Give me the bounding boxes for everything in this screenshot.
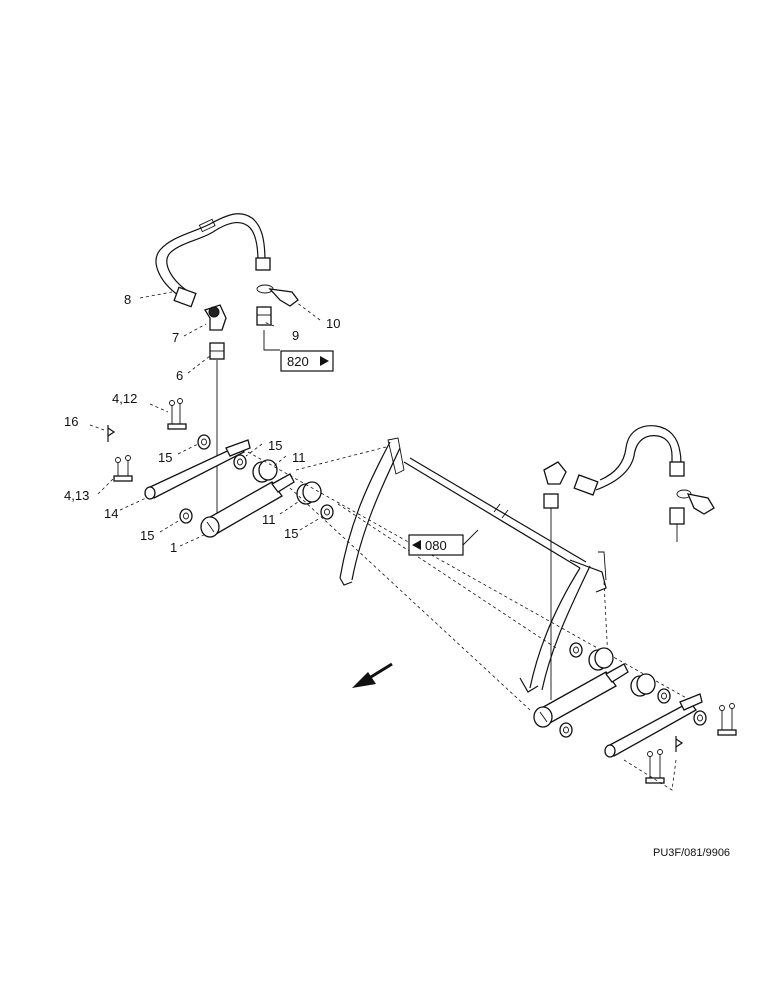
label-4-12: 4,12 bbox=[112, 391, 137, 406]
washer-right-c bbox=[559, 722, 573, 738]
label-15c: 15 bbox=[140, 528, 154, 543]
hose-fitting-upper-left bbox=[173, 286, 197, 308]
label-6: 6 bbox=[176, 368, 183, 383]
label-15b: 15 bbox=[268, 438, 282, 453]
label-10: 10 bbox=[326, 316, 340, 331]
dashed-connectors bbox=[247, 445, 691, 711]
hydraulic-hose-upper bbox=[155, 213, 271, 296]
elbow-fitting-7 bbox=[204, 304, 227, 331]
leader-lines-left bbox=[89, 291, 321, 547]
arrow-right-icon bbox=[320, 356, 329, 366]
bushing-right-a bbox=[588, 647, 614, 671]
washer-right-b bbox=[657, 688, 671, 704]
linch-pin-4-12 bbox=[167, 398, 187, 430]
washer-15b bbox=[233, 454, 247, 470]
label-11a: 11 bbox=[292, 450, 306, 465]
spring-clip-16 bbox=[107, 425, 116, 442]
bushing-11b bbox=[296, 481, 322, 505]
linch-pin-right-b bbox=[645, 749, 665, 784]
label-9: 9 bbox=[292, 328, 299, 343]
bushing-11a bbox=[252, 459, 278, 483]
adapter-right-2 bbox=[669, 507, 685, 525]
linch-pin-right-a bbox=[717, 703, 737, 736]
label-14: 14 bbox=[104, 506, 118, 521]
washer-right-d bbox=[693, 710, 707, 726]
direction-arrow-icon bbox=[352, 662, 393, 688]
hydraulic-hose-right bbox=[573, 425, 685, 496]
label-11b: 11 bbox=[262, 512, 276, 527]
adapter-9 bbox=[256, 306, 272, 326]
label-15d: 15 bbox=[284, 526, 298, 541]
elbow-fitting-right bbox=[543, 461, 567, 485]
washer-15d bbox=[320, 504, 334, 520]
washer-15a bbox=[197, 434, 211, 450]
arrow-left-icon bbox=[412, 540, 421, 550]
label-4-13: 4,13 bbox=[64, 488, 89, 503]
label-7: 7 bbox=[172, 330, 179, 345]
washer-right-a bbox=[569, 642, 583, 658]
spring-clip-right bbox=[675, 736, 684, 752]
dust-cap-10 bbox=[256, 284, 299, 307]
hydraulic-cylinder-right bbox=[533, 663, 629, 728]
lift-frame bbox=[339, 437, 607, 693]
washer-15c bbox=[179, 508, 193, 524]
adapter-6 bbox=[209, 342, 225, 360]
ref-820-label: 820 bbox=[287, 354, 309, 369]
adapter-right bbox=[543, 493, 559, 509]
label-15a: 15 bbox=[158, 450, 172, 465]
drawing-code: PU3F/081/9906 bbox=[653, 847, 730, 859]
label-1: 1 bbox=[170, 540, 177, 555]
ref-080-label: 080 bbox=[425, 538, 447, 553]
reference-box-080[interactable]: 080 bbox=[408, 529, 479, 556]
dust-cap-right bbox=[676, 489, 715, 515]
reference-box-820[interactable]: 820 bbox=[263, 330, 334, 372]
pin-14 bbox=[144, 439, 251, 500]
leader-right bbox=[623, 759, 677, 791]
label-16: 16 bbox=[64, 414, 78, 429]
label-8: 8 bbox=[124, 292, 131, 307]
pin-right bbox=[604, 693, 703, 758]
hydraulic-cylinder-1 bbox=[200, 473, 295, 538]
linch-pin-4-13 bbox=[113, 455, 133, 482]
bushing-right-b bbox=[630, 673, 656, 697]
